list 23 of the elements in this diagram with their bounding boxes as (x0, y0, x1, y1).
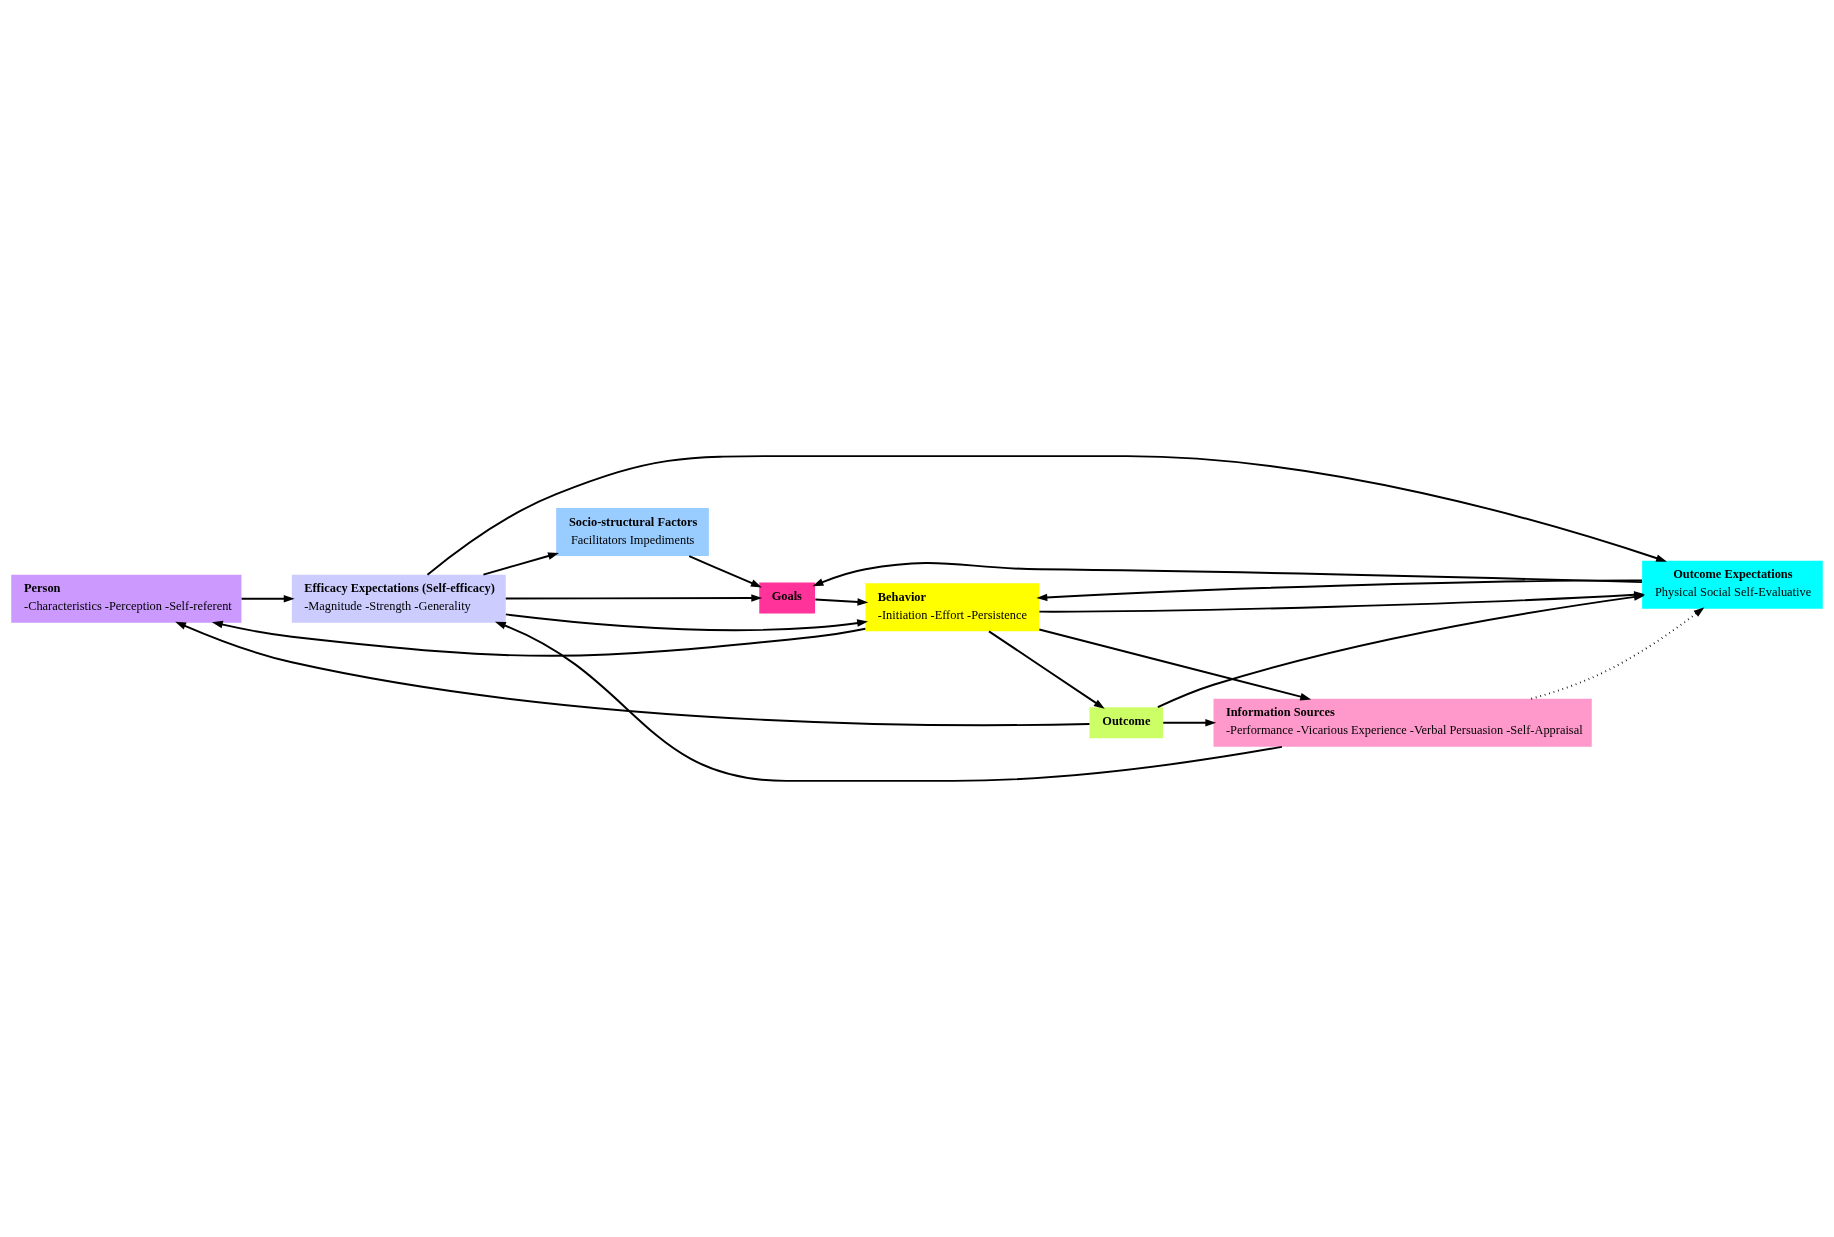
arrow (494, 621, 1283, 782)
arrow (1530, 607, 1705, 700)
arrow (482, 552, 559, 576)
node-box: Person -Characteristics -Perception -Self-referent (11, 574, 242, 623)
arrow (211, 620, 867, 657)
node-box: Socio-structural Factors Facilitators Impediments (556, 508, 709, 557)
node-box: Efficacy Expectations (Self-efficacy) -Magnitude -Strength -Generality (291, 574, 506, 623)
node-box: Outcome Expectations Physical Social Self-Evaluative (1642, 560, 1823, 609)
node-box: Goals (759, 582, 816, 614)
arrow (426, 455, 1667, 576)
node-box: Behavior -Initiation -Effort -Persistence (865, 583, 1040, 632)
node-box: Information Sources -Performance -Vicarious Experience -Verbal Persuasion -Self-Appraisal (1213, 698, 1592, 747)
arrow (812, 562, 1643, 587)
arrow (240, 594, 295, 603)
arrow (504, 594, 763, 602)
node-box: Outcome (1089, 707, 1164, 739)
arrow (688, 555, 762, 588)
arrow (175, 621, 1091, 727)
arrow (1162, 718, 1217, 727)
arrow (504, 613, 868, 632)
arrow (814, 598, 869, 606)
arrow (1038, 628, 1312, 701)
arrow (988, 630, 1105, 709)
